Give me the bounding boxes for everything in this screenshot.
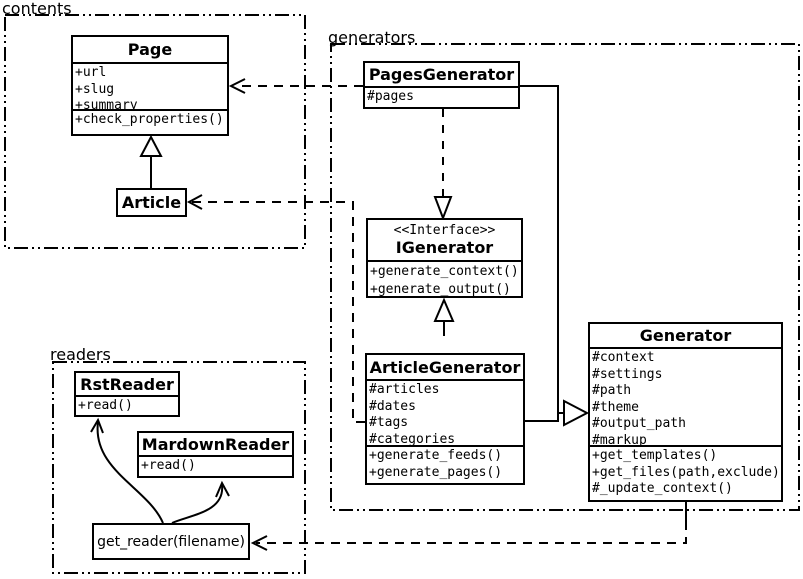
class-box-mardown-reader: MardownReader +read()	[137, 431, 294, 478]
methods-section: +generate_feeds() +generate_pages()	[367, 445, 523, 483]
method: +read()	[78, 398, 133, 413]
method: #_update_context()	[592, 481, 733, 496]
class-title: RstReader	[80, 374, 174, 394]
attribute: #context	[592, 350, 655, 365]
edge-pagesgenerator-generator-line	[520, 85, 559, 413]
edge-article-page-triangle	[139, 134, 163, 157]
attribute: #tags	[369, 415, 409, 430]
class-title: <<Interface>> IGenerator	[368, 220, 521, 260]
attribute: #categories	[369, 431, 456, 446]
attributes-section: #pages	[365, 86, 518, 107]
edge-articlegenerator-igenerator-triangle	[433, 297, 455, 322]
class-title: Generator	[639, 326, 732, 345]
package-border-generators	[330, 43, 800, 511]
attribute: #output_path	[592, 416, 686, 431]
edge-getreader-rstreader-arrow	[90, 417, 104, 434]
method: +get_files(path,exclude)	[592, 464, 779, 480]
edge-getreader-mardownreader-arrow	[215, 480, 230, 498]
methods-section: +read()	[139, 455, 292, 476]
attribute: +slug	[75, 81, 115, 97]
package-border-contents	[4, 14, 306, 249]
method: +generate_feeds()	[369, 448, 503, 463]
class-title: PagesGenerator	[368, 65, 515, 84]
class-box-igenerator: <<Interface>> IGenerator +generate_conte…	[366, 218, 523, 298]
package-label-contents: contents	[2, 0, 72, 18]
methods-section: +get_templates() +get_files(path,exclude…	[590, 445, 781, 500]
attribute: #pages	[367, 89, 414, 104]
methods-section: +check_properties()	[73, 109, 227, 134]
attributes-section: #context #settings #path #theme #output_…	[590, 347, 781, 445]
attribute: #settings	[592, 366, 663, 382]
class-title: Article	[121, 193, 182, 212]
methods-section: +generate_context() +generate_output()	[368, 260, 521, 296]
edge-getreader-rstreader-line	[96, 421, 164, 524]
attribute: #markup	[592, 432, 647, 446]
function-label: get_reader(filename)	[97, 533, 245, 550]
attribute: +url	[75, 65, 107, 80]
class-box-rst-reader: RstReader +read()	[74, 371, 180, 417]
edge-pagesgenerator-page-arrow	[228, 78, 246, 94]
attributes-section: +url +slug +summary	[73, 62, 227, 109]
edge-pagesgenerator-igenerator-triangle	[433, 196, 453, 221]
method: +generate_output()	[370, 282, 511, 296]
edge-articlegenerator-article-arrow	[186, 194, 203, 210]
attributes-section: #articles #dates #tags #categories	[367, 379, 523, 445]
edge-articlegenerator-article-line	[192, 201, 365, 423]
class-box-article-generator: ArticleGenerator #articles #dates #tags …	[365, 353, 525, 485]
class-box-page: Page +url +slug +summary +check_properti…	[71, 35, 229, 136]
attribute: #path	[592, 383, 632, 398]
class-title: MardownReader	[141, 434, 290, 454]
class-title-text: IGenerator	[395, 238, 494, 257]
method: +generate_context()	[370, 264, 519, 279]
attribute: #theme	[592, 399, 639, 415]
methods-section: +read()	[76, 395, 178, 415]
function-box-get-reader: get_reader(filename)	[92, 523, 250, 560]
edge-getreader-mardownreader-line	[171, 484, 224, 524]
package-label-readers: readers	[50, 345, 111, 364]
class-box-article: Article	[116, 188, 187, 217]
attribute: #dates	[369, 398, 416, 414]
stereotype-label: <<Interface>>	[393, 223, 496, 238]
edge-generator-getreader-arrow	[250, 535, 268, 551]
edge-articlegenerator-generator-line	[525, 412, 564, 422]
package-border-readers	[52, 361, 306, 574]
method: +read()	[141, 458, 196, 473]
class-title: ArticleGenerator	[369, 357, 521, 377]
package-label-generators: generators	[328, 28, 416, 47]
class-title: Page	[127, 40, 173, 59]
method: +get_templates()	[592, 448, 718, 463]
method: +check_properties()	[75, 112, 224, 127]
class-box-generator: Generator #context #settings #path #them…	[588, 322, 783, 502]
edge-generator-triangle	[563, 399, 590, 427]
edge-generator-getreader-line	[256, 521, 687, 544]
attribute: #articles	[369, 382, 440, 397]
attribute: +summary	[75, 98, 138, 109]
method: +generate_pages()	[369, 464, 503, 480]
class-box-pages-generator: PagesGenerator #pages	[363, 61, 520, 109]
